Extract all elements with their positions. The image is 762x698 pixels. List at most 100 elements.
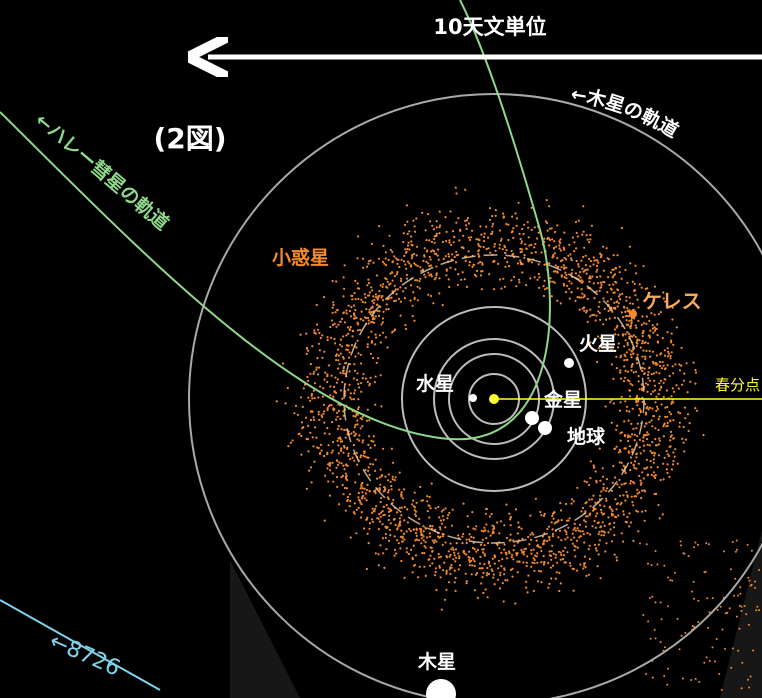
asteroid-dot xyxy=(522,561,525,564)
asteroid-dot xyxy=(525,247,528,250)
asteroid-dot xyxy=(459,228,462,231)
asteroid-dot xyxy=(650,373,653,376)
asteroid-dot xyxy=(537,545,541,548)
asteroid-dot xyxy=(618,265,621,268)
asteroid-dot xyxy=(371,317,374,321)
asteroid-dot xyxy=(564,271,567,274)
asteroid-dot xyxy=(554,556,557,559)
asteroid-dot xyxy=(453,255,456,259)
asteroid-dot xyxy=(336,309,339,312)
asteroid-dot xyxy=(391,461,395,464)
asteroid-dot xyxy=(373,444,376,447)
asteroid-dot xyxy=(493,583,496,586)
asteroid-dot xyxy=(618,271,621,274)
asteroid-dot xyxy=(608,505,612,508)
asteroid-dot xyxy=(572,589,575,592)
asteroid-dot xyxy=(402,240,405,244)
asteroid-dot xyxy=(571,236,575,239)
asteroid-dot xyxy=(481,551,485,554)
asteroid-dot xyxy=(387,489,390,492)
asteroid-dot xyxy=(559,238,562,241)
asteroid-dot xyxy=(636,353,639,356)
asteroid-dot xyxy=(357,352,360,355)
asteroid-dot xyxy=(400,258,403,261)
asteroid-dot xyxy=(413,297,416,301)
asteroid-dot xyxy=(336,411,339,414)
asteroid-dot xyxy=(491,569,494,573)
asteroid-dot xyxy=(342,372,345,375)
asteroid-dot xyxy=(584,502,587,505)
asteroid-dot xyxy=(487,236,490,239)
asteroid-dot xyxy=(593,297,596,300)
asteroid-dot xyxy=(628,296,631,299)
asteroid-dot xyxy=(554,577,557,580)
asteroid-dot xyxy=(348,328,351,331)
asteroid-dot xyxy=(368,473,371,477)
mars-label: 火星 xyxy=(579,333,617,355)
asteroid-dot xyxy=(411,315,414,318)
asteroid-dot xyxy=(343,468,346,471)
asteroid-dot xyxy=(347,388,350,391)
asteroid-dot xyxy=(573,241,576,244)
asteroid-dot xyxy=(669,435,672,438)
asteroid-dot xyxy=(599,337,602,340)
asteroid-dot xyxy=(613,316,617,319)
asteroid-dot xyxy=(398,471,401,474)
asteroid-dot xyxy=(663,674,666,677)
asteroid-dot xyxy=(572,500,575,503)
asteroid-dot xyxy=(467,236,470,239)
asteroid-dot xyxy=(621,292,624,295)
asteroid-dot xyxy=(662,381,665,384)
asteroid-dot xyxy=(643,519,646,522)
asteroid-dot xyxy=(592,256,595,259)
asteroid-dot xyxy=(453,569,456,572)
asteroid-dot xyxy=(350,344,354,347)
asteroid-dot xyxy=(337,444,340,447)
asteroid-dot xyxy=(670,434,673,437)
asteroid-dot xyxy=(671,318,674,321)
asteroid-dot xyxy=(645,543,648,546)
asteroid-dot xyxy=(471,510,474,514)
asteroid-dot xyxy=(378,513,381,516)
asteroid-dot xyxy=(553,240,556,243)
asteroid-dot xyxy=(585,574,588,578)
asteroid-dot xyxy=(356,372,359,375)
asteroid-dot xyxy=(565,277,568,280)
asteroid-dot xyxy=(702,433,705,437)
asteroid-dot xyxy=(666,331,669,334)
asteroid-dot xyxy=(669,579,672,582)
asteroid-dot xyxy=(656,405,659,408)
asteroid-dot xyxy=(335,325,338,328)
asteroid-dot xyxy=(431,224,434,227)
asteroid-dot xyxy=(639,346,642,349)
asteroid-dot xyxy=(575,539,579,542)
asteroid-dot xyxy=(666,415,669,418)
asteroid-dot xyxy=(654,637,657,640)
asteroid-dot xyxy=(454,560,457,563)
asteroid-dot xyxy=(650,312,653,315)
asteroid-dot xyxy=(558,240,561,243)
asteroid-dot xyxy=(758,609,761,612)
asteroid-dot xyxy=(653,313,656,316)
asteroid-dot xyxy=(545,199,548,202)
asteroid-dot xyxy=(566,551,569,554)
asteroid-dot xyxy=(334,311,337,314)
asteroid-dot xyxy=(648,444,651,447)
asteroid-dot xyxy=(370,286,373,289)
asteroid-dot xyxy=(374,315,377,318)
asteroid-dot xyxy=(450,524,453,527)
asteroid-dot xyxy=(477,250,480,253)
asteroid-dot xyxy=(403,254,406,257)
asteroid-dot xyxy=(332,301,335,304)
asteroid-dot xyxy=(678,425,681,428)
asteroid-dot xyxy=(565,273,568,276)
asteroid-dot xyxy=(349,458,352,461)
asteroid-dot xyxy=(684,438,688,441)
asteroid-dot xyxy=(711,597,714,600)
asteroid-dot xyxy=(623,306,626,309)
asteroid-dot xyxy=(403,576,406,580)
asteroid-dot xyxy=(660,352,663,355)
asteroid-dot xyxy=(481,576,484,579)
asteroid-dot xyxy=(370,341,373,344)
asteroid-dot xyxy=(586,268,589,271)
